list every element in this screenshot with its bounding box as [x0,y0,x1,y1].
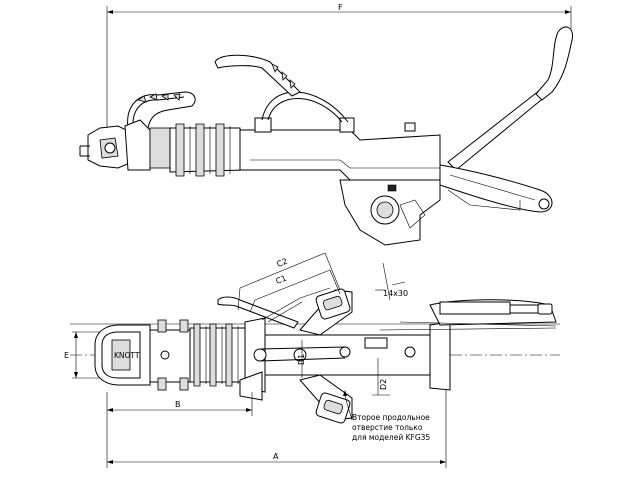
coupling-head-plan: KNOTT [94,319,191,391]
dimension-d1-label: D1 [297,354,306,365]
dimension-angle-label: 14x30 [383,289,408,298]
wing-brackets [299,288,353,424]
body-plan [239,317,451,401]
dimension-b: B [106,392,253,468]
dimension-e-label: E [64,351,69,360]
dimension-d2: D2 [372,358,390,396]
note-line-2: отверстие только [352,423,423,432]
side-view: F [79,3,574,246]
dimension-b-label: B [175,400,181,409]
stamp-label: KNOTT [114,351,140,360]
dimension-c2: C2 [237,252,341,311]
dimension-c2-label: C2 [276,257,289,269]
dimension-c1-label: C1 [275,274,288,286]
note-line-1: Второе продольное [352,413,430,422]
dimension-angle: 14x30 [375,262,408,301]
rear-lever [379,299,557,331]
handbrake-lever [439,26,574,213]
dimension-c1: C1 [249,269,341,313]
dimension-a: A [107,390,447,468]
dimension-d2-label: D2 [379,379,388,390]
coupling-head [79,91,196,171]
frame-bracket [339,179,441,246]
bellows [169,123,245,177]
dimension-f: F [106,3,572,150]
note-line-3: для моделей KFG35 [352,433,430,442]
bellows-plan [189,323,246,387]
main-body [214,54,441,181]
dimension-d1: D1 [297,340,306,378]
dimension-a-label: A [273,452,279,461]
plan-view: E KNOTT [64,252,560,468]
dimension-f-label: F [338,3,343,12]
handle-plan [217,287,331,329]
